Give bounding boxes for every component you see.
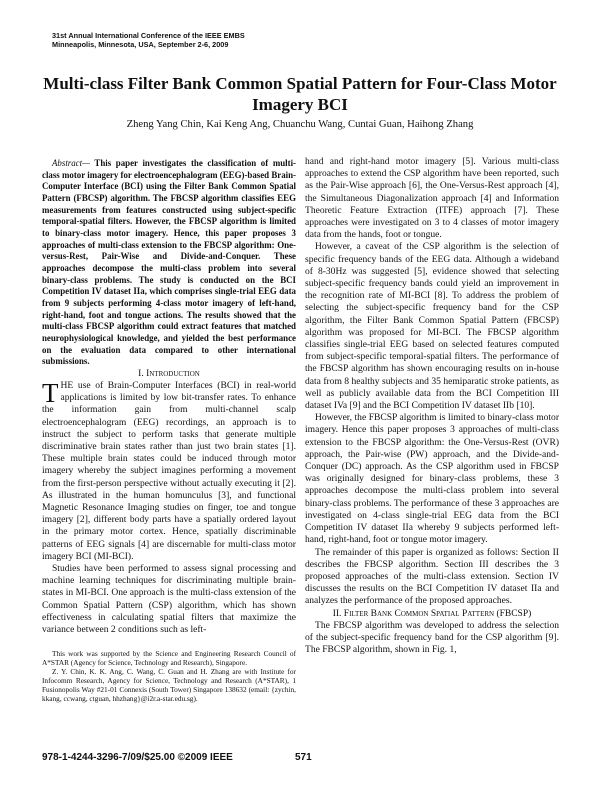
right-column: hand and right-hand motor imagery [5]. V… [305, 156, 559, 656]
conference-location: Minneapolis, Minnesota, USA, September 2… [52, 39, 229, 49]
abstract-text: This paper investigates the classificati… [42, 158, 296, 367]
section-heading-fbcsp: II. Filter Bank Common Spatial Pattern (… [332, 608, 532, 619]
conference-name: 31st Annual International Conference of … [52, 31, 245, 40]
footnote-affiliation: Z. Y. Chin, K. K. Ang, C. Wang, C. Guan … [42, 666, 296, 703]
intro-paragraph: hand and right-hand motor imagery [5]. V… [305, 156, 559, 241]
intro-paragraph: Studies have been performed to assess si… [42, 563, 296, 636]
intro-paragraph: However, the FBCSP algorithm is limited … [305, 412, 559, 546]
paper-authors: Zheng Yang Chin, Kai Keng Ang, Chuanchu … [126, 119, 474, 130]
intro-paragraph: The remainder of this paper is organized… [305, 546, 559, 607]
section-heading-introduction: I. Introduction [138, 368, 200, 379]
page-number: 571 [295, 752, 312, 763]
footnotes: This work was supported by the Science a… [42, 649, 296, 703]
fbcsp-paragraph: The FBCSP algorithm was developed to add… [305, 619, 559, 656]
copyright-footer: 978-1-4244-3296-7/09/$25.00 ©2009 IEEE [42, 752, 233, 763]
abstract: Abstract— This paper investigates the cl… [42, 158, 296, 368]
conference-header: 31st Annual International Conference of … [52, 31, 245, 49]
intro-paragraph-text: HE use of Brain-Computer Interfaces (BCI… [42, 380, 296, 562]
abstract-label: Abstract— [52, 158, 90, 168]
intro-paragraph: However, a caveat of the CSP algorithm i… [305, 241, 559, 412]
footnote-funding: This work was supported by the Science a… [42, 649, 296, 667]
paper-title: Multi-class Filter Bank Common Spatial P… [43, 74, 557, 114]
drop-cap: T [42, 378, 59, 409]
left-column: Abstract— This paper investigates the cl… [42, 158, 296, 636]
